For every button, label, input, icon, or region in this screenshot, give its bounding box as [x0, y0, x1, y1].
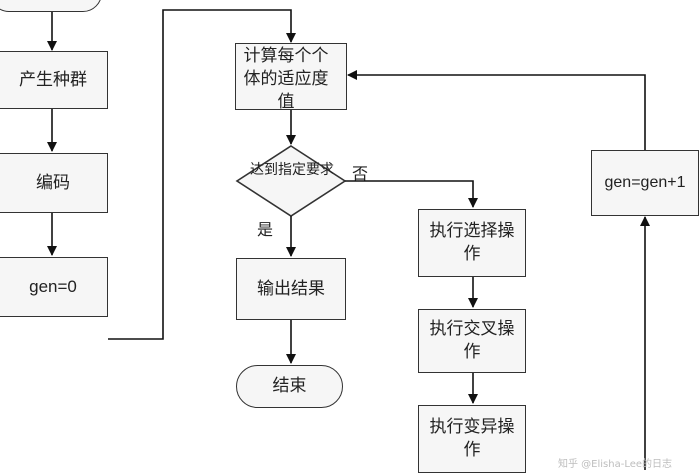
node-output: 输出结果 — [236, 258, 346, 320]
node-gen-increment-label: gen=gen+1 — [604, 174, 686, 192]
node-crossover: 执行交叉操作 — [418, 309, 526, 373]
arrow-gen0-to-fitness — [108, 9, 296, 340]
node-encode: 编码 — [0, 153, 108, 213]
node-end-label: 结束 — [272, 376, 307, 397]
node-fitness: 计算每个个体的适应度值 — [235, 43, 347, 112]
watermark: 知乎 @Elisha-Lee的日志 — [558, 459, 673, 470]
node-mutation-label: 执行变异操作 — [429, 417, 515, 460]
node-encode-label: 编码 — [36, 172, 70, 193]
decision-label: 达到指定要求 — [250, 162, 334, 178]
node-fitness-label: 计算每个个体的适应度值 — [243, 46, 329, 112]
node-output-label: 输出结果 — [257, 278, 325, 299]
node-mutation: 执行变异操作 — [418, 405, 526, 473]
edge-label-no: 否 — [352, 164, 369, 183]
node-gen-zero-label: gen=0 — [29, 276, 77, 296]
edge-label-yes: 是 — [257, 220, 274, 239]
node-gen-increment: gen=gen+1 — [591, 150, 699, 216]
node-gen-zero: gen=0 — [0, 257, 108, 317]
node-selection: 执行选择操作 — [418, 209, 526, 277]
arrow-decision-to-selection — [345, 180, 478, 208]
node-selection-label: 执行选择操作 — [429, 221, 515, 264]
node-init-population: 产生种群 — [0, 51, 108, 109]
start-terminator — [0, 0, 102, 12]
node-crossover-label: 执行交叉操作 — [429, 319, 515, 362]
node-end: 结束 — [236, 365, 343, 408]
decision-diamond — [235, 145, 347, 217]
node-init-population-label: 产生种群 — [19, 69, 87, 90]
arrow-gen-increment-to-fitness — [347, 70, 646, 150]
